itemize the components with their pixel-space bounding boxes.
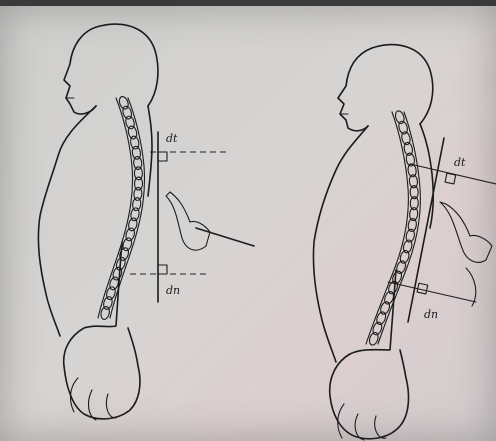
left-bottom-right-angle bbox=[158, 265, 167, 274]
right-top-right-angle bbox=[445, 173, 456, 184]
left-head-outline bbox=[64, 24, 158, 114]
left-figure: dt dn bbox=[38, 24, 254, 420]
right-bottom-measure-line bbox=[388, 282, 476, 302]
right-front-body bbox=[313, 126, 368, 362]
left-fingers bbox=[71, 378, 116, 420]
right-label-dt: dt bbox=[454, 156, 466, 169]
left-arm bbox=[64, 242, 140, 419]
vertebra bbox=[134, 167, 142, 180]
left-hand bbox=[166, 192, 210, 250]
left-top-right-angle bbox=[158, 152, 167, 161]
left-ruler bbox=[196, 228, 254, 246]
left-vertebrae bbox=[100, 95, 143, 320]
left-label-dt: dt bbox=[166, 132, 178, 145]
left-front-body bbox=[38, 106, 96, 336]
right-back-outline bbox=[420, 124, 433, 228]
left-label-dn: dn bbox=[166, 284, 180, 297]
right-label-dn: dn bbox=[424, 308, 438, 321]
left-back-outline bbox=[148, 106, 152, 196]
right-hand bbox=[440, 202, 492, 262]
vertebra bbox=[100, 306, 111, 321]
spine-posture-diagram: dt dn bbox=[0, 6, 496, 441]
right-head-outline bbox=[338, 45, 433, 131]
right-figure: dt dn bbox=[313, 45, 496, 440]
right-fingers bbox=[338, 404, 386, 440]
